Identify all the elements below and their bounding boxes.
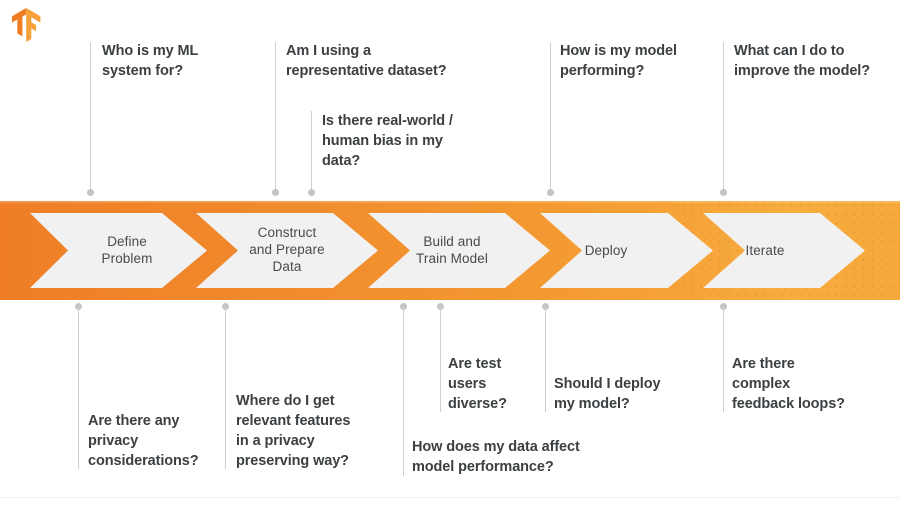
connector-line-bottom-5	[545, 306, 546, 412]
callout-are-test-users-diverse: Are test users diverse?	[448, 356, 507, 412]
connector-line-bottom-6	[723, 306, 724, 412]
callout-how-does-my-data-affect-model-performance: How does my data affect model performanc…	[412, 439, 580, 475]
callout-how-is-my-model-performing: How is my model performing?	[560, 43, 677, 79]
connector-dot-top-4	[547, 189, 554, 196]
connector-dot-top-3	[308, 189, 315, 196]
connector-dot-top-5	[720, 189, 727, 196]
stage-label-build-train-model: Build and Train Model	[416, 234, 488, 266]
callout-is-there-real-world-human-bias: Is there real-world / human bias in my d…	[322, 113, 453, 169]
stage-label-define-problem: Define Problem	[101, 234, 153, 266]
chevron-build-train-model	[368, 213, 550, 288]
connector-line-bottom-3	[403, 306, 404, 476]
pipeline-band: Define Problem Construct and Prepare Dat…	[0, 201, 900, 300]
connector-dot-top-1	[87, 189, 94, 196]
connector-line-bottom-1	[78, 306, 79, 469]
callout-are-there-complex-feedback-loops: Are there complex feedback loops?	[732, 356, 845, 412]
chevron-iterate	[703, 213, 865, 288]
chevron-define-problem	[30, 213, 207, 288]
chevron-deploy	[540, 213, 713, 288]
callout-should-i-deploy-my-model: Should I deploy my model?	[554, 376, 661, 412]
callout-where-do-i-get-relevant-features: Where do I get relevant features in a pr…	[236, 393, 351, 469]
chevron-shapes	[30, 213, 865, 288]
chevron-construct-prepare-data	[196, 213, 378, 288]
connector-line-top-4	[550, 42, 551, 192]
connector-line-bottom-2	[225, 306, 226, 469]
tensorflow-logo	[12, 8, 41, 42]
stage-label-construct-prepare-data: Construct and Prepare Data	[249, 225, 325, 274]
connector-line-top-1	[90, 42, 91, 192]
callout-who-is-my-ml-system-for: Who is my ML system for?	[102, 43, 199, 79]
stage-label-deploy: Deploy	[584, 243, 628, 258]
connector-line-top-2	[275, 42, 276, 192]
callout-what-can-i-do-to-improve-the-model: What can I do to improve the model?	[734, 43, 870, 79]
stage-label-iterate: Iterate	[745, 243, 785, 258]
callout-are-there-any-privacy-considerations: Are there any privacy considerations?	[88, 413, 199, 469]
connector-line-bottom-4	[440, 306, 441, 412]
connector-line-top-3	[311, 111, 312, 192]
footer-divider	[0, 497, 900, 498]
callout-am-i-using-representative-dataset: Am I using a representative dataset?	[286, 43, 447, 79]
connector-line-top-5	[723, 42, 724, 192]
band-highlight-line	[0, 201, 900, 203]
connector-dot-top-2	[272, 189, 279, 196]
